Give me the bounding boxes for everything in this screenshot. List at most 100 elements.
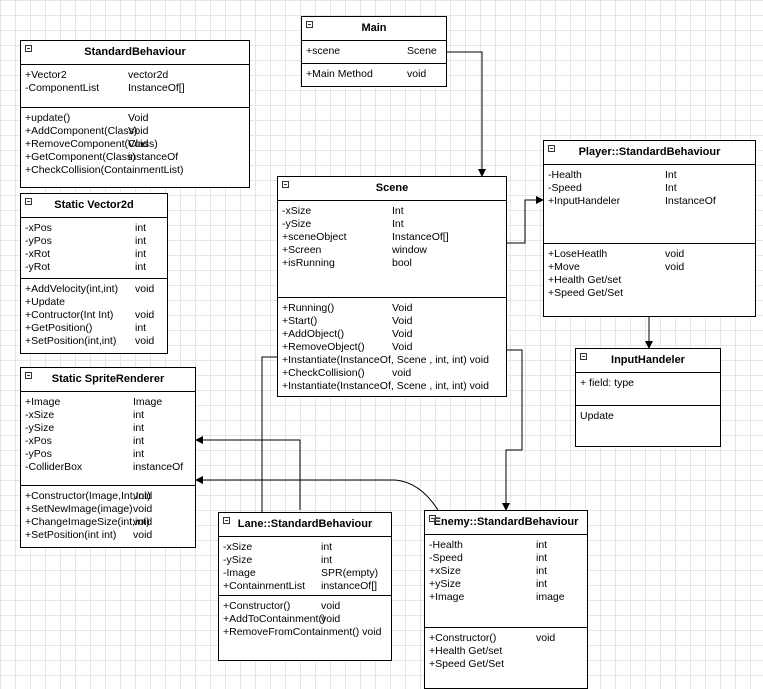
member-name: +ySize: [429, 578, 461, 590]
class-header: InputHandeler: [576, 349, 720, 373]
collapse-toggle-icon[interactable]: [429, 515, 436, 522]
method-row: +GetComponent(Class)instanceOf: [25, 151, 245, 164]
collapse-toggle-icon[interactable]: [25, 372, 32, 379]
methods-section: +Running()Void+Start()Void+AddObject()Vo…: [278, 297, 506, 396]
member-name: +SetNewImage(image): [25, 503, 133, 515]
method-row: +update()Void: [25, 112, 245, 125]
member-type: Int: [392, 205, 404, 217]
member-type: InstanceOf[]: [128, 82, 185, 94]
member-name: +Image: [25, 396, 61, 408]
method-row: +Contructor(Int Int)void: [25, 309, 163, 322]
class-title: Enemy::StandardBehaviour: [433, 516, 579, 528]
method-row: +AddComponent(Class)Void: [25, 125, 245, 138]
method-row: Update: [580, 410, 716, 423]
member-name: -Health: [548, 169, 582, 181]
member-name: +Update: [25, 296, 65, 308]
member-type: int: [133, 435, 145, 447]
member-name: +InputHandeler: [548, 195, 621, 207]
method-row: +Speed Get/Set: [548, 287, 751, 300]
member-name: -ySize: [25, 422, 55, 434]
member-type: void: [536, 632, 556, 644]
member-name: +sceneObject: [282, 231, 347, 243]
attribute-row: + field: type: [580, 377, 716, 390]
member-type: Void: [128, 112, 149, 124]
connector-lane-to-spriterenderer: [195, 436, 301, 510]
method-row: +Running()Void: [282, 302, 502, 315]
collapse-toggle-icon[interactable]: [282, 181, 289, 188]
class-header: StandardBehaviour: [21, 41, 249, 65]
collapse-toggle-icon[interactable]: [25, 45, 32, 52]
attribute-row: +ySize int: [429, 578, 583, 591]
collapse-toggle-icon[interactable]: [306, 21, 313, 28]
member-name: -xRot: [25, 248, 51, 260]
method-row: +AddToContainment()void: [223, 613, 387, 626]
methods-section: +Constructor(Image,Int,Int)void+SetNewIm…: [21, 485, 195, 547]
collapse-toggle-icon[interactable]: [25, 198, 32, 205]
class-header: Enemy::StandardBehaviour: [425, 511, 587, 535]
collapse-toggle-icon[interactable]: [223, 517, 230, 524]
connector-layer: [195, 51, 653, 512]
member-type: instanceOf: [133, 461, 184, 473]
member-type: int: [536, 578, 548, 590]
member-name: -ySize: [223, 554, 253, 566]
attribute-row: -ySize int: [223, 554, 387, 567]
member-name: Update: [580, 410, 614, 422]
class-header: Main: [302, 17, 446, 41]
class-title: Static Vector2d: [54, 199, 134, 211]
member-name: +CheckCollision(): [282, 367, 365, 379]
method-row: +Speed Get/Set: [429, 658, 583, 671]
method-row: +Health Get/set: [429, 645, 583, 658]
method-row: +CheckCollision()void: [282, 367, 502, 380]
class-header: Player::StandardBehaviour: [544, 141, 755, 165]
method-row: +SetPosition(int,int)void: [25, 335, 163, 348]
member-type: int: [135, 235, 147, 247]
method-row: +SetNewImage(image)void: [25, 503, 191, 516]
class-title: Scene: [375, 182, 409, 194]
member-name: +Contructor(Int Int): [25, 309, 114, 321]
method-row: +RemoveComponent(Class)Void: [25, 138, 245, 151]
class-header: Static Vector2d: [21, 194, 167, 218]
member-type: void: [133, 503, 153, 515]
member-name: -Speed: [429, 552, 463, 564]
method-row: +ChangeImageSize(int,int)void: [25, 516, 191, 529]
class-title: StandardBehaviour: [84, 46, 186, 58]
member-type: Void: [392, 328, 413, 340]
methods-section: +Constructor()void+Health Get/set+Speed …: [425, 627, 587, 688]
member-type: int: [536, 565, 548, 577]
member-name: +Instantiate(InstanceOf, Scene , int, in…: [282, 380, 489, 392]
method-row: +Instantiate(InstanceOf, Scene , int, in…: [282, 354, 502, 367]
member-name: +Speed Get/Set: [548, 287, 624, 299]
member-name: +Speed Get/Set: [429, 658, 505, 670]
collapse-toggle-icon[interactable]: [580, 353, 587, 360]
member-type: int: [321, 554, 333, 566]
member-type: Void: [128, 125, 149, 137]
member-type: void: [665, 248, 685, 260]
class-title: InputHandeler: [611, 354, 685, 366]
collapse-toggle-icon[interactable]: [548, 145, 555, 152]
